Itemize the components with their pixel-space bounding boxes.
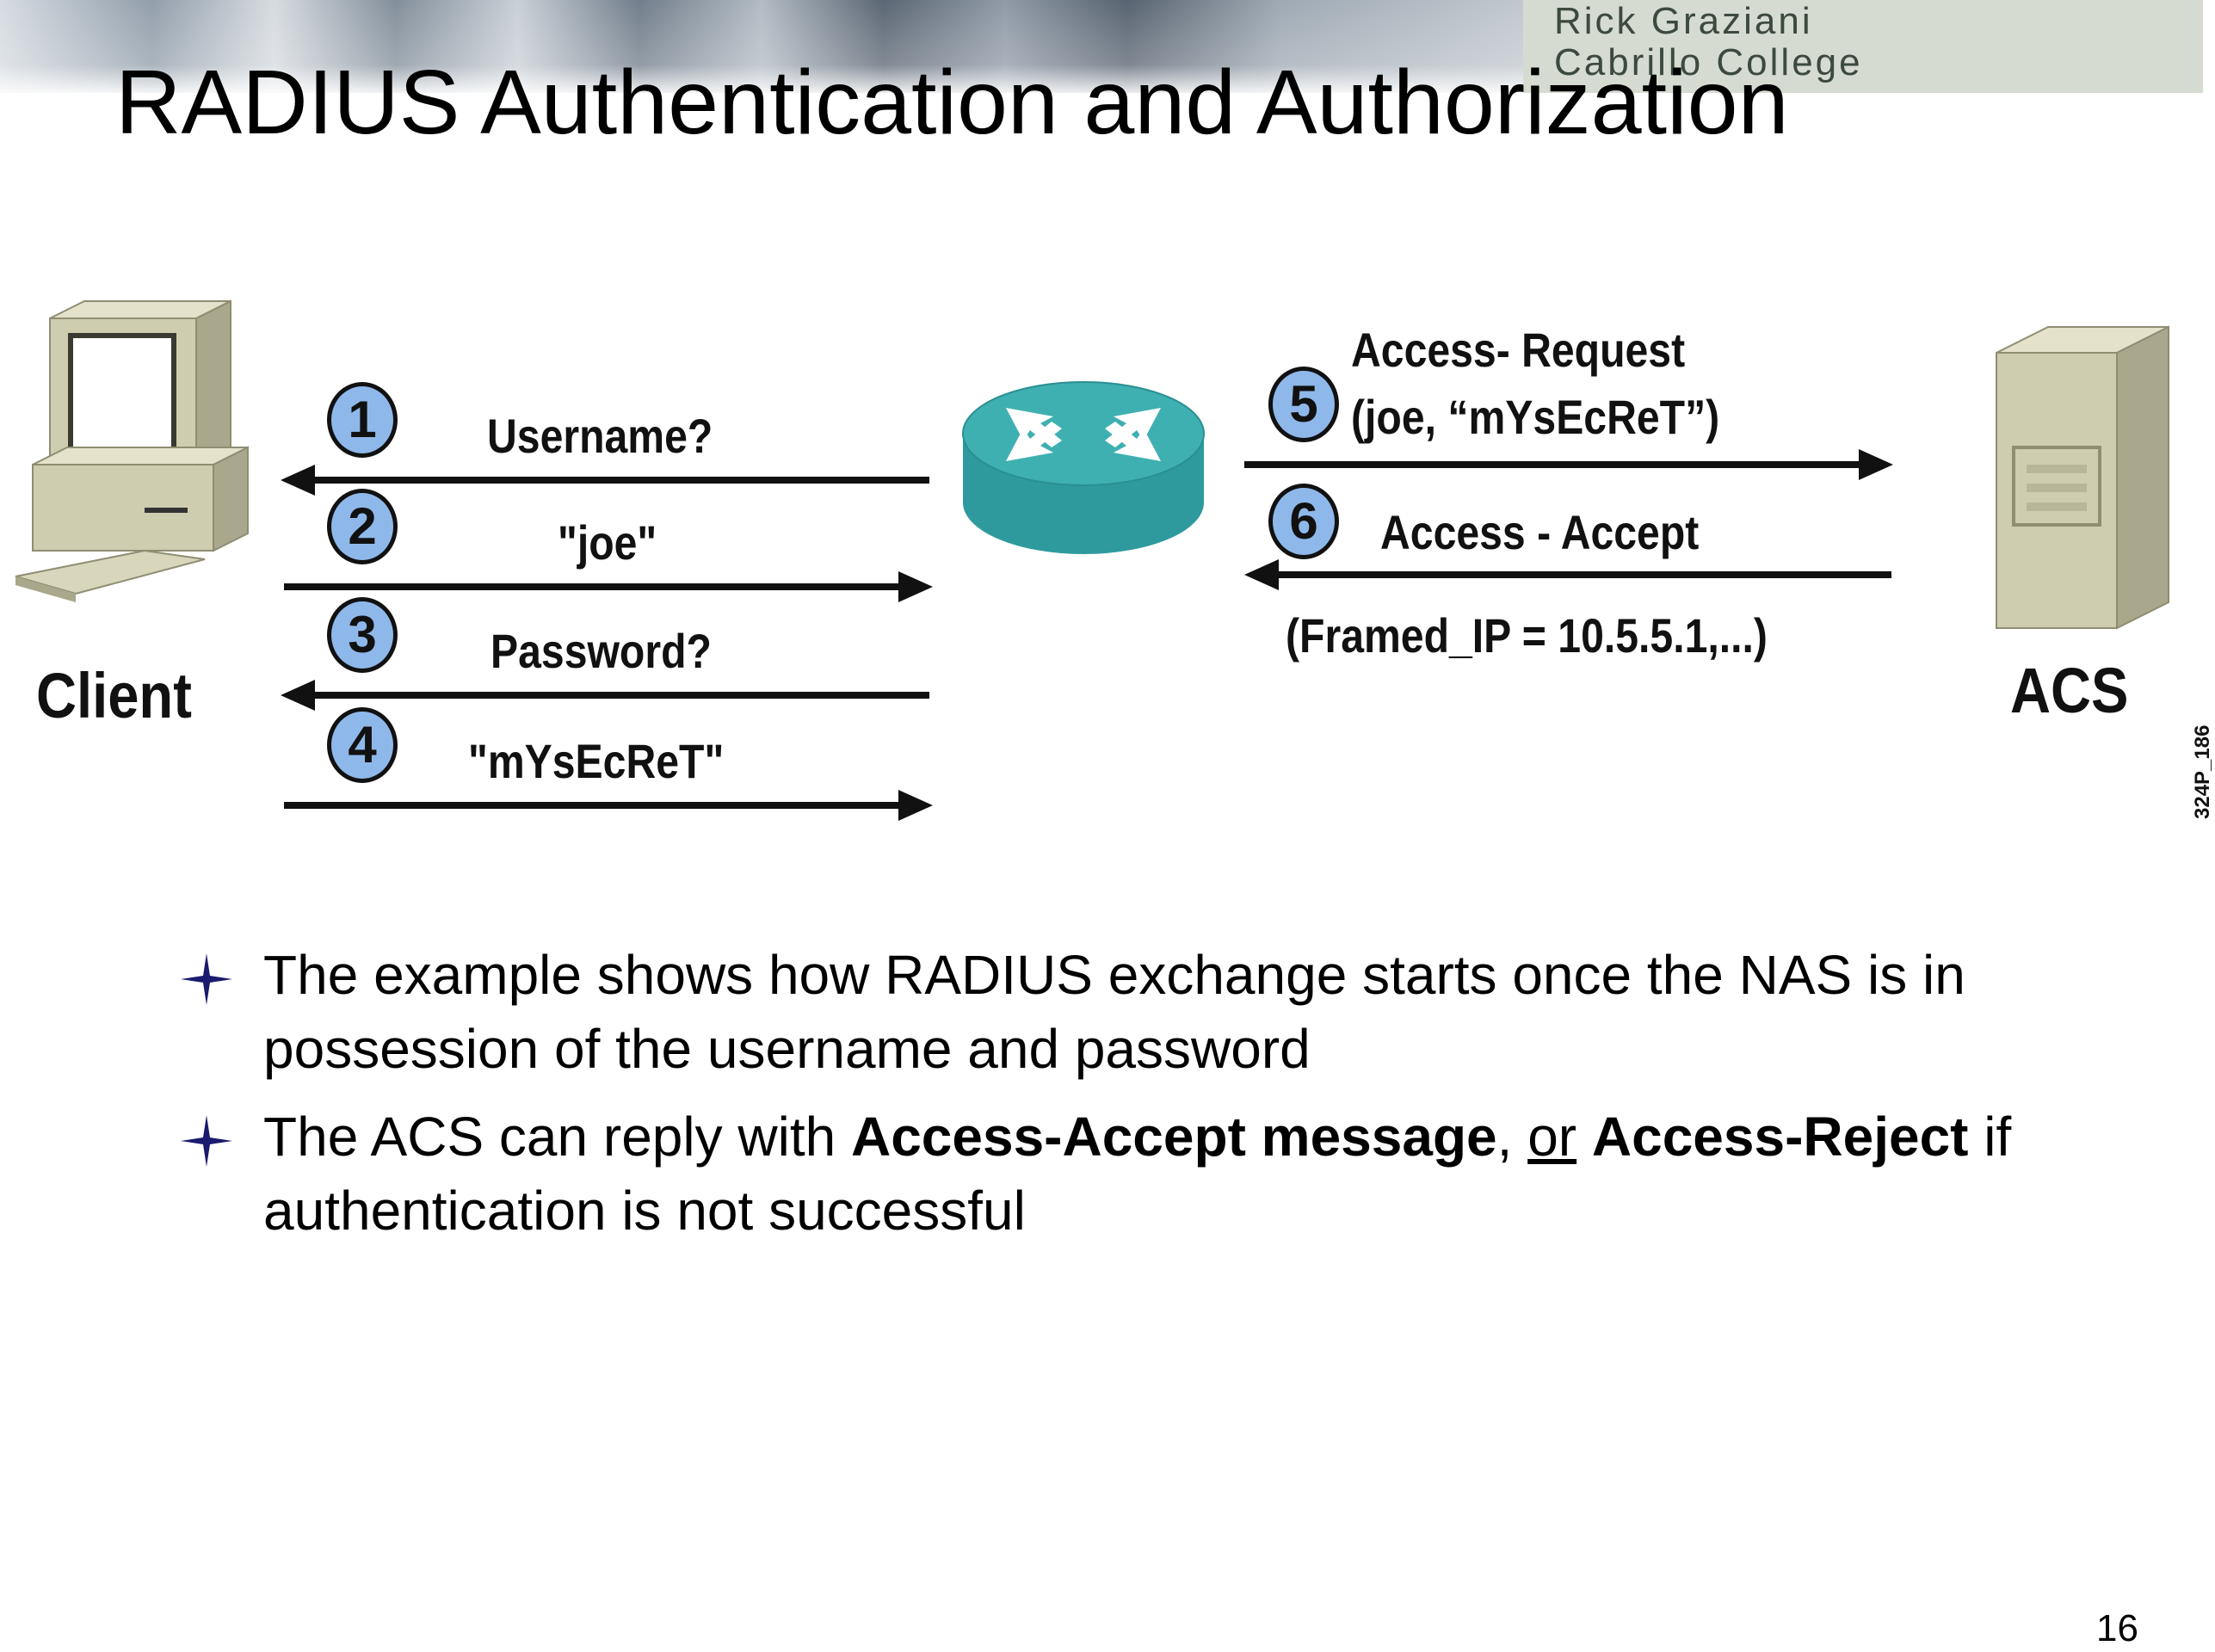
acs-label: ACS bbox=[2010, 655, 2129, 726]
bullet-text bbox=[1576, 1106, 1592, 1168]
slide-title: RADIUS Authentication and Authorization bbox=[115, 52, 1789, 153]
institution-name: Cabrillo College bbox=[1554, 41, 1863, 83]
bullet-text: , bbox=[1496, 1106, 1528, 1168]
step-badge-4: 4 bbox=[327, 707, 398, 783]
star-bullet-icon bbox=[181, 953, 232, 1005]
router-icon bbox=[962, 381, 1205, 554]
banner-photo bbox=[0, 0, 1523, 93]
message-password-reply: "mYsEcReT" bbox=[468, 734, 725, 788]
bullet-bold-term: Access-Accept message bbox=[850, 1106, 1497, 1168]
message-access-accept: Access - Accept bbox=[1380, 505, 1700, 559]
bullet-item: The ACS can reply with Access-Accept mes… bbox=[181, 1100, 2100, 1248]
bullet-bold-term: Access-Reject bbox=[1591, 1106, 1969, 1168]
acs-server-icon bbox=[1996, 325, 2169, 630]
bullet-text: The ACS can reply with bbox=[263, 1106, 851, 1168]
radius-flow-diagram: Client ACS 324P_186 1 2 3 4 5 6 Username… bbox=[0, 293, 2214, 860]
message-username-prompt: Username? bbox=[487, 409, 713, 463]
author-name: Rick Graziani bbox=[1554, 0, 1813, 42]
banner-author-panel bbox=[1523, 0, 2203, 93]
bullet-text: The example shows how RADIUS exchange st… bbox=[263, 944, 1965, 1080]
bullet-text: if authentication is not successful bbox=[263, 1106, 2012, 1242]
step-badge-6: 6 bbox=[1268, 484, 1339, 559]
header-banner: Rick Graziani Cabrillo College bbox=[0, 0, 2203, 93]
star-bullet-icon bbox=[181, 1115, 232, 1167]
client-label: Client bbox=[36, 660, 192, 731]
client-computer-icon bbox=[15, 299, 249, 602]
step-badge-3: 3 bbox=[327, 597, 398, 673]
message-password-prompt: Password? bbox=[491, 624, 712, 678]
bullet-list: The example shows how RADIUS exchange st… bbox=[181, 938, 2100, 1261]
message-username-reply: "joe" bbox=[558, 515, 657, 570]
message-access-accept-attributes: (Framed_IP = 10.5.5.1,...) bbox=[1286, 608, 1768, 663]
bullet-underlined-word: or bbox=[1527, 1106, 1577, 1168]
message-access-request: Access- Request bbox=[1351, 323, 1686, 377]
step-badge-2: 2 bbox=[327, 489, 398, 564]
page-number: 16 bbox=[2096, 1607, 2138, 1649]
message-arrows bbox=[281, 449, 1893, 821]
step-badge-1: 1 bbox=[327, 382, 398, 458]
message-access-request-credentials: (joe, “mYsEcReT”) bbox=[1351, 390, 1720, 444]
bullet-item: The example shows how RADIUS exchange st… bbox=[181, 938, 2100, 1086]
step-badge-5: 5 bbox=[1268, 367, 1339, 442]
